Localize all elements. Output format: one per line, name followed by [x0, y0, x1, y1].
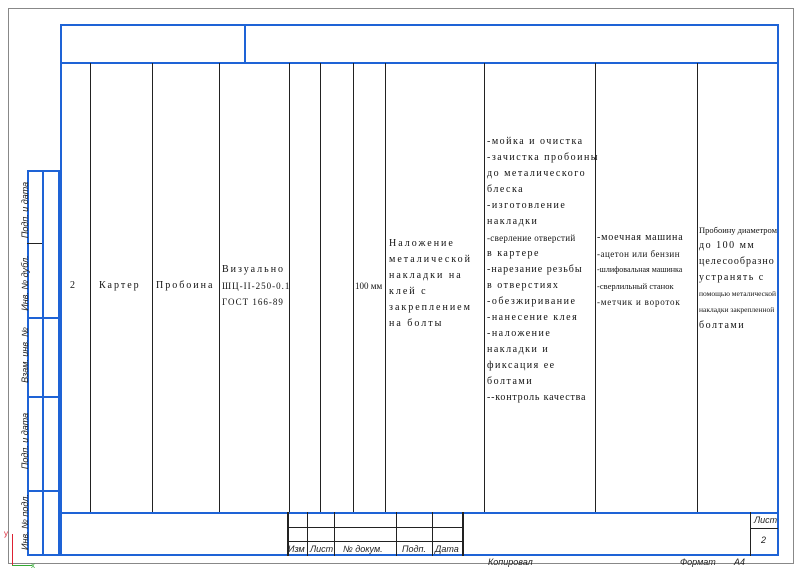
repair-line: на болты [389, 318, 444, 329]
method-line: ГОСТ 166-89 [222, 297, 284, 307]
note-line: целесообразно [699, 256, 775, 267]
note-line: помощью металической [699, 289, 777, 298]
col-line [595, 63, 596, 512]
stamp-line [287, 512, 289, 556]
stamp-line [750, 512, 751, 556]
operation-line: -обезжиривание [487, 296, 577, 307]
stamp-header-date: Дата [435, 544, 459, 554]
binding-divider [27, 396, 60, 398]
stamp-line [334, 512, 335, 556]
stamp-header-sign: Подп. [402, 544, 426, 554]
stamp-top-line [60, 512, 779, 514]
binding-divider [27, 317, 60, 319]
col-line [90, 63, 91, 512]
repair-line: клей с [389, 286, 428, 297]
col-line [484, 63, 485, 512]
operation-line: в отверстиях [487, 280, 560, 291]
binding-divider [27, 490, 60, 492]
operation-line: накладки [487, 216, 539, 227]
operation-line: болтами [487, 376, 534, 387]
row-number: 2 [70, 280, 77, 291]
binding-divider [27, 243, 42, 244]
stamp-header-sheet: Лист [310, 544, 334, 554]
col-line [697, 63, 698, 512]
stamp-header-doc: № докум. [343, 544, 383, 554]
method-line: ШЦ-II-250-0.1 [222, 281, 291, 291]
operation-line: блеска [487, 184, 525, 195]
copied-label: Копировал [488, 557, 533, 567]
side-label-sign-date-2: Подп. и дата [20, 412, 30, 470]
note-line: Пробоину диаметром [699, 225, 778, 235]
col-line [385, 63, 386, 512]
operation-line: -наложение [487, 328, 552, 339]
note-line: до 100 мм [699, 240, 756, 251]
equipment-line: -шлифовальная машинка [597, 265, 683, 274]
repair-method-cell: Наложение металической накладки на клей … [389, 236, 472, 332]
axis-x-label: x [31, 561, 35, 570]
format-value: А4 [734, 557, 746, 567]
notes-cell: Пробоину диаметром до 100 мм целесообраз… [699, 222, 777, 334]
format-label: Формат [680, 557, 716, 567]
operation-line: -изготовление [487, 200, 567, 211]
method-cell: Визуально ШЦ-II-250-0.1 ГОСТ 166-89 [222, 262, 290, 310]
defect-size: 100 мм [355, 281, 383, 291]
operation-line: фиксация ее [487, 360, 556, 371]
equipment-line: -метчик и вороток [597, 297, 681, 307]
note-line: болтами [699, 320, 746, 331]
col-line [320, 63, 321, 512]
stamp-line [750, 528, 778, 529]
equipment-line: -сверлильный станок [597, 281, 674, 291]
repair-line: металической [389, 254, 472, 265]
operation-line: --контроль качества [487, 392, 587, 403]
part-name: Картер [99, 280, 141, 291]
sheet-label: Лист [754, 515, 778, 525]
note-line: накладки закрепленной [699, 305, 775, 314]
col-line [289, 63, 290, 512]
axis-x-line [12, 565, 32, 566]
equipment-line: -моечная машина [597, 232, 684, 243]
col-line [353, 63, 354, 512]
repair-line: закреплением [389, 302, 472, 313]
operation-line: -нарезание резьбы [487, 264, 583, 275]
main-frame [60, 62, 779, 556]
stamp-line [287, 541, 463, 542]
method-line: Визуально [222, 264, 286, 275]
side-label-orig-inv: Инв. № подл. [20, 494, 30, 550]
sheet-number: 2 [761, 535, 767, 545]
stamp-line [432, 512, 433, 556]
side-label-replace-inv: Взам. инв. № [20, 327, 30, 383]
operation-line: -нанесение клея [487, 312, 579, 323]
operations-cell: -мойка и очистка -зачистка пробоины до м… [487, 134, 599, 406]
sheet-outer-frame [8, 8, 794, 564]
stamp-line [396, 512, 397, 556]
equipment-cell: -моечная машина -ацетон или бензин -шлиф… [597, 230, 683, 310]
axis-y-line [12, 534, 13, 566]
repair-line: Наложение [389, 238, 455, 249]
stamp-line [287, 527, 463, 528]
operation-line: -мойка и очистка [487, 136, 584, 147]
operation-line: до металического [487, 168, 587, 179]
operation-line: накладки и [487, 344, 550, 355]
equipment-line: -ацетон или бензин [597, 249, 681, 259]
top-header-frame [60, 24, 779, 64]
operation-line: -сверление отверстий [487, 233, 576, 243]
note-line: устранять с [699, 272, 765, 283]
operation-line: -зачистка пробоины [487, 152, 600, 163]
defect-name: Пробоина [156, 280, 215, 291]
col-line [152, 63, 153, 512]
stamp-header-change: Изм [288, 544, 305, 554]
col-line [219, 63, 220, 512]
binding-strip-inner-line [42, 170, 44, 556]
axis-y-label: y [4, 529, 8, 538]
operation-line: в картере [487, 248, 540, 259]
top-header-divider [244, 24, 246, 64]
stamp-line [462, 512, 464, 556]
repair-line: накладки на [389, 270, 463, 281]
stamp-line [307, 512, 308, 556]
